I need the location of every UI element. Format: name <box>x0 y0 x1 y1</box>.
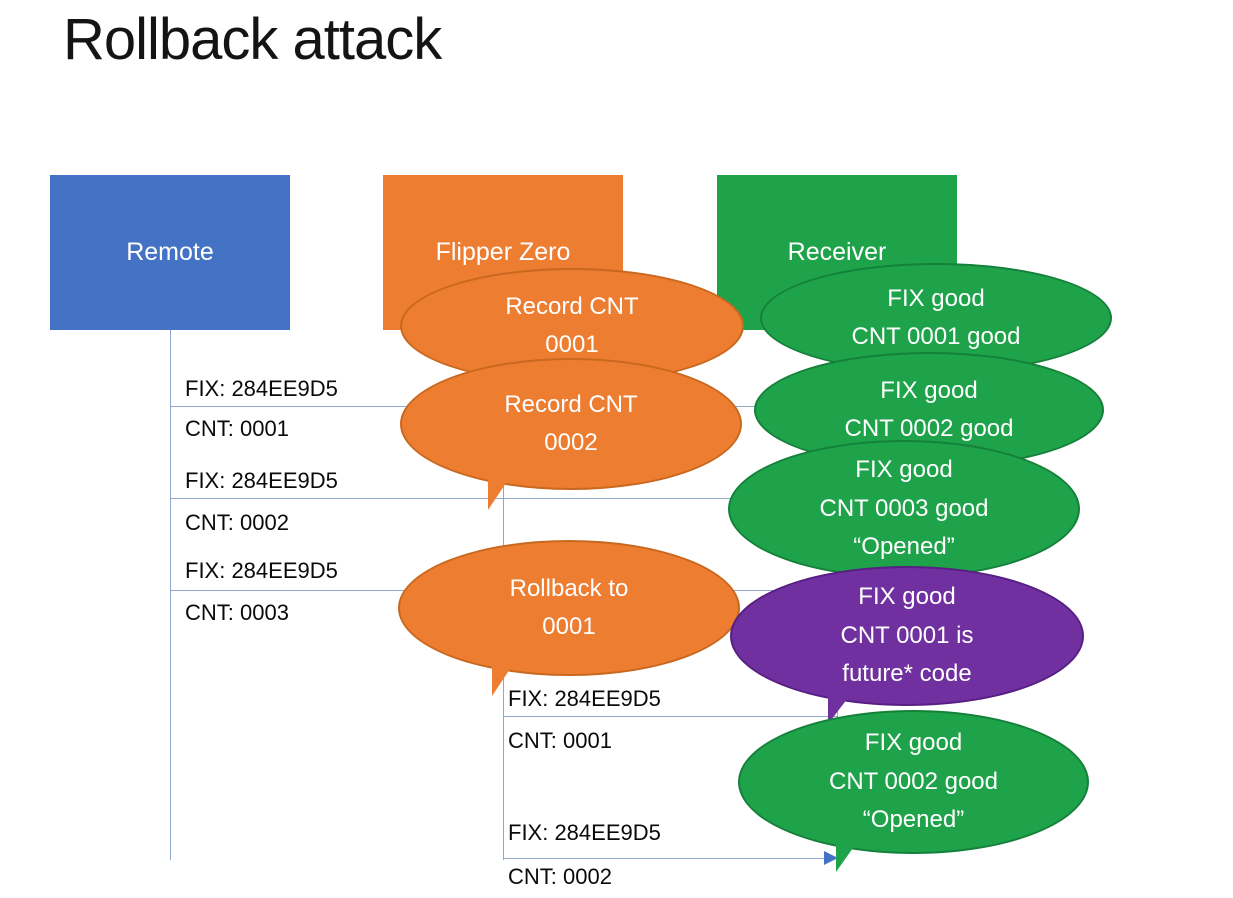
message-line-5 <box>503 858 829 859</box>
bubble-text-line: FIX good <box>864 729 963 757</box>
bubble-text-line: FIX good <box>887 284 985 312</box>
slide-title: Rollback attack <box>63 7 442 72</box>
arrow-head-icon <box>824 851 838 865</box>
actor-box-remote: Remote <box>50 175 290 330</box>
bubble-text-line: 0001 <box>545 331 599 358</box>
message-1-cnt-label: CNT: 0001 <box>185 416 289 441</box>
message-4-cnt-label: CNT: 0001 <box>508 728 612 753</box>
bubble-cnt-0001-future-code: FIX good CNT 0001 is future* code <box>730 566 1084 724</box>
bubble-text-line: “Opened” <box>853 533 955 561</box>
message-4-fix-label: FIX: 284EE9D5 <box>508 686 661 711</box>
bubble-tail <box>492 660 516 696</box>
actor-label-flipper-zero: Flipper Zero <box>435 238 571 266</box>
bubble-text-line: FIX good <box>855 456 953 484</box>
actor-label-receiver: Receiver <box>787 238 887 266</box>
bubble-text-line: CNT 0003 good <box>819 494 989 522</box>
bubble-text-line: CNT 0001 is <box>840 621 974 649</box>
message-3-cnt-label: CNT: 0003 <box>185 600 289 625</box>
message-5-fix-label: FIX: 284EE9D5 <box>508 820 661 845</box>
message-line-4 <box>503 716 837 717</box>
bubble-text-line: 0002 <box>544 429 598 456</box>
message-1-fix-label: FIX: 284EE9D5 <box>185 376 338 401</box>
bubble-text-line: Record CNT <box>504 390 638 418</box>
bubble-fix-good-cnt-0003-opened: FIX good CNT 0003 good “Opened” <box>728 440 1080 578</box>
bubble-record-cnt-0001: Record CNT 0001 <box>400 268 744 384</box>
bubble-text-line: future* code <box>842 660 972 688</box>
bubble-tail <box>836 838 860 872</box>
bubble-rollback-to-0001: Rollback to 0001 <box>398 540 740 696</box>
message-3-fix-label: FIX: 284EE9D5 <box>185 558 338 583</box>
bubble-text-line: CNT 0002 good <box>828 767 998 795</box>
bubble-text-line: Rollback to <box>509 574 629 602</box>
bubble-text-line: CNT 0001 good <box>851 323 1021 350</box>
bubble-record-cnt-0002: Record CNT 0002 <box>400 358 742 510</box>
bubble-text-line: FIX good <box>858 583 956 611</box>
bubble-text-line: CNT 0002 good <box>844 415 1014 442</box>
lifeline-remote <box>170 330 171 860</box>
bubble-text-line: FIX good <box>880 376 978 404</box>
message-5-cnt-label: CNT: 0002 <box>508 864 612 889</box>
bubble-tail <box>488 474 512 510</box>
actor-label-remote: Remote <box>126 238 214 266</box>
message-2-cnt-label: CNT: 0002 <box>185 510 289 535</box>
message-2-fix-label: FIX: 284EE9D5 <box>185 468 338 493</box>
bubble-text-line: Record CNT <box>505 292 639 320</box>
bubble-text-line: 0001 <box>542 613 596 640</box>
bubble-fix-good-cnt-0002-opened: FIX good CNT 0002 good “Opened” <box>738 710 1089 872</box>
bubble-text-line: “Opened” <box>862 806 965 834</box>
